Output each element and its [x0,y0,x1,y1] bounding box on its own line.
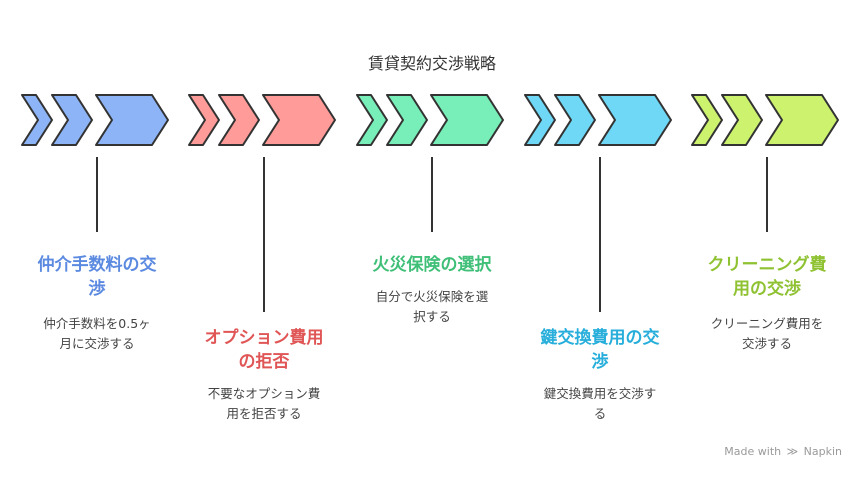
step-desc-line: 用を拒否する [226,406,302,421]
chevron-medium-4 [554,94,596,146]
credit-brand: Napkin [803,445,842,458]
made-with-napkin-credit: Made with ≫ Napkin [724,445,842,458]
step-label-options: オプション費用 の拒否 [189,326,339,374]
step-desc-line: クリーニング費用を [710,316,824,331]
step-label-line: オプション費用 [204,328,324,348]
step-desc-line: 交渉する [741,336,792,351]
diagram-title: 賃貸契約交渉戦略 [367,54,496,73]
step-desc-commission: 仲介手数料を0.5ヶ 月に交渉する [27,314,167,354]
chevron-small-2 [188,94,220,146]
step-desc-line: 仲介手数料を0.5ヶ [43,316,151,331]
chevron-large-4 [598,94,672,146]
step-desc-line: 鍵交換費用を交渉す [543,386,657,401]
step-desc-cleaning: クリーニング費用を 交渉する [697,314,837,354]
step-desc-key-exchange: 鍵交換費用を交渉す る [530,384,670,424]
step-label-insurance: 火災保険の選択 [357,253,507,277]
step-label-cleaning: クリーニング費 用の交渉 [692,253,842,301]
napkin-logo-icon: ≫ [786,445,799,458]
chevron-medium-3 [386,94,428,146]
chevron-large-3 [430,94,504,146]
chevron-medium-1 [51,94,93,146]
step-label-commission: 仲介手数料の交 渉 [22,253,172,301]
step-desc-insurance: 自分で火災保険を選 択する [362,287,502,327]
chevron-small-3 [356,94,388,146]
step-desc-options: 不要なオプション費 用を拒否する [194,384,334,424]
credit-prefix: Made with [724,445,782,458]
chevron-small-4 [524,94,556,146]
step-label-line: 鍵交換費用の交 [540,328,660,348]
chevron-large-2 [262,94,336,146]
step-desc-line: 自分で火災保険を選 [375,289,489,304]
step-label-line: 渉 [591,352,609,372]
step-label-line: 渉 [88,279,106,299]
step-desc-line: 月に交渉する [59,336,135,351]
step-label-line: クリーニング費 [707,255,827,275]
step-label-key-exchange: 鍵交換費用の交 渉 [525,326,675,374]
step-label-line: 用の交渉 [733,279,801,299]
step-label-line: 火災保険の選択 [372,255,492,275]
chevron-large-1 [95,94,169,146]
step-desc-line: 択する [413,309,451,324]
chevron-small-5 [691,94,723,146]
chevron-small-1 [21,94,53,146]
step-desc-line: 不要なオプション費 [207,386,321,401]
chevron-large-5 [765,94,839,146]
step-label-line: の拒否 [238,352,290,372]
chevron-medium-5 [721,94,763,146]
step-label-line: 仲介手数料の交 [37,255,157,275]
step-desc-line: る [593,406,607,421]
chevron-medium-2 [218,94,260,146]
